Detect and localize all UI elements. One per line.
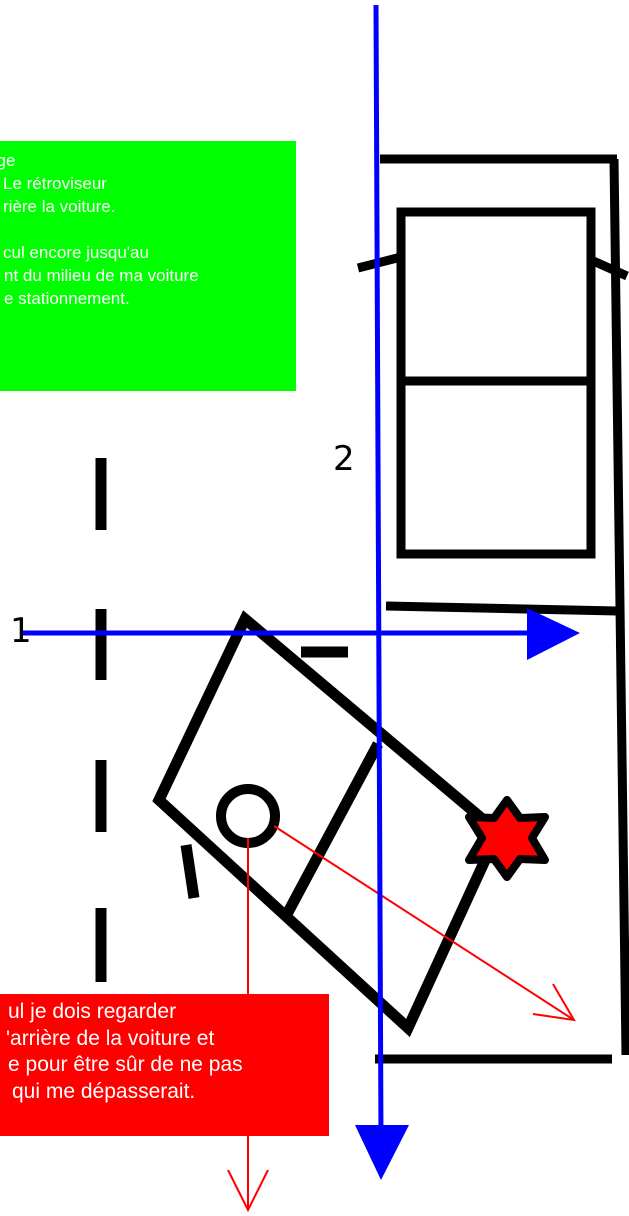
green-note-line: Le rétroviseur — [3, 174, 107, 193]
arrow-2 — [355, 4, 409, 1180]
parked-car — [356, 154, 629, 1064]
star-icon — [465, 796, 549, 881]
green-note-line: rière la voiture. — [3, 197, 116, 216]
reversing-car — [152, 610, 505, 1038]
green-note-line: nt du milieu de ma voiture — [4, 266, 199, 285]
red-note-line: ul je dois regarder — [8, 1000, 177, 1023]
green-note-line: cul encore jusqu'au — [3, 243, 149, 262]
driver-head-icon — [216, 784, 280, 848]
arrow-1 — [22, 608, 580, 660]
red-note-line: qui me dépasserait. — [12, 1079, 196, 1103]
sight-line-down-arrowhead — [227, 1169, 269, 1213]
reversing-car-seat-line — [281, 741, 383, 919]
red-note-line: 'arrière de la voiture et — [6, 1026, 215, 1050]
green-note-line — [0, 218, 232, 241]
parked-car-right-mirror — [589, 255, 629, 281]
green-note-box: e patinage Le rétroviseur rière la voitu… — [0, 141, 296, 391]
label-arrow-1: 1 — [10, 611, 32, 651]
sight-line-diagonal-arrowhead — [532, 983, 576, 1022]
label-arrow-2: 2 — [333, 439, 355, 479]
reversing-car-mirror-left — [180, 844, 200, 899]
green-note-line: e stationnement. — [4, 289, 130, 308]
green-note-line: e patinage — [0, 151, 16, 170]
sight-line-diagonal — [273, 825, 575, 1021]
red-note-box: ul je dois regarder 'arrière de la voitu… — [0, 994, 329, 1136]
red-note-line: e pour être sûr de ne pas — [8, 1053, 243, 1076]
